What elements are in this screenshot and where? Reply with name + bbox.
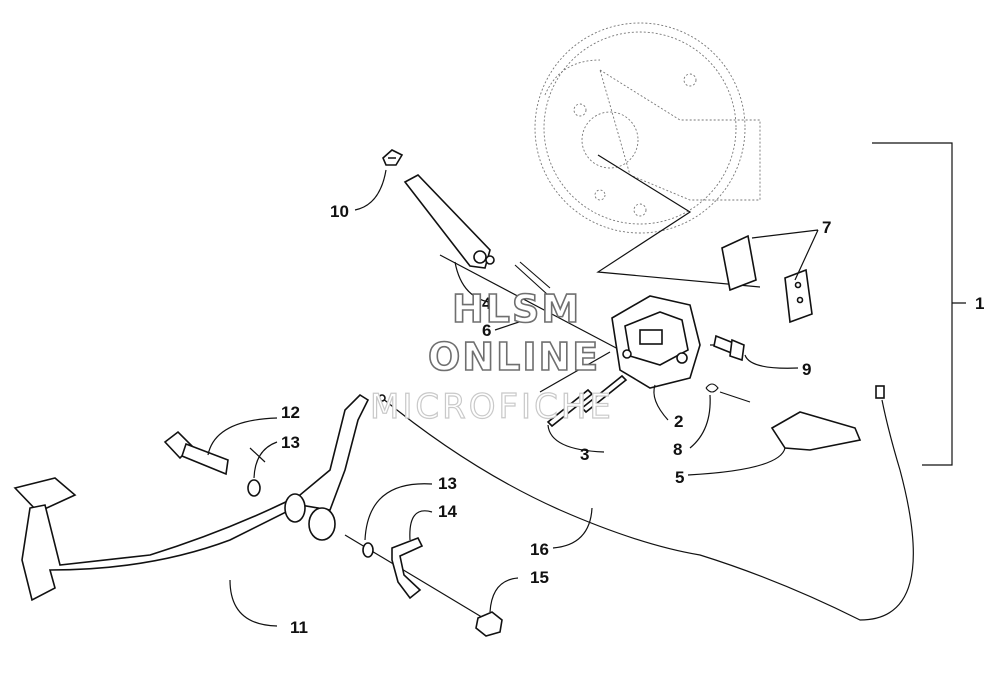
watermark-line-2: ONLINE (428, 335, 600, 379)
callout-5: 5 (675, 468, 684, 487)
brake-pads (721, 234, 813, 324)
caliper-body (611, 295, 701, 389)
caliper-bolt (713, 334, 745, 362)
callout-3: 3 (580, 445, 589, 464)
watermark-line-1: HLSM (452, 287, 581, 331)
callout-12: 12 (281, 403, 300, 422)
callout-13-upper: 13 (281, 433, 300, 452)
callout-leaders (207, 169, 819, 627)
callout-10: 10 (330, 202, 349, 221)
return-spring (705, 383, 751, 403)
watermark: HLSM ONLINE MICROFICHE (369, 286, 614, 427)
callout-15: 15 (530, 568, 549, 587)
washer-upper (247, 479, 261, 497)
callout-7: 7 (822, 218, 831, 237)
callout-11: 11 (290, 618, 308, 637)
callout-13-lower: 13 (438, 474, 457, 493)
callout-8: 8 (673, 440, 682, 459)
brake-cable (378, 385, 914, 621)
callout-1: 1 (975, 294, 984, 313)
pivot-bolt (163, 430, 229, 476)
watermark-line-3: MICROFICHE (370, 387, 614, 427)
callout-2: 2 (674, 412, 683, 431)
link-arm (403, 174, 495, 269)
assembly-bracket (872, 142, 966, 466)
pedal-nut (475, 611, 503, 637)
brake-pedal (13, 393, 370, 602)
callout-6: 6 (482, 321, 491, 340)
caliper-pins (546, 374, 628, 428)
actuator-lever (770, 411, 862, 451)
callout-14: 14 (438, 502, 457, 521)
brake-disc-hub (534, 22, 761, 234)
callout-4: 4 (482, 294, 492, 313)
callout-16: 16 (530, 540, 549, 559)
spring-pin (514, 261, 551, 296)
spring-clip (382, 149, 404, 166)
washer-lower (362, 542, 374, 558)
callout-9: 9 (802, 360, 811, 379)
clevis-clip (391, 536, 424, 600)
